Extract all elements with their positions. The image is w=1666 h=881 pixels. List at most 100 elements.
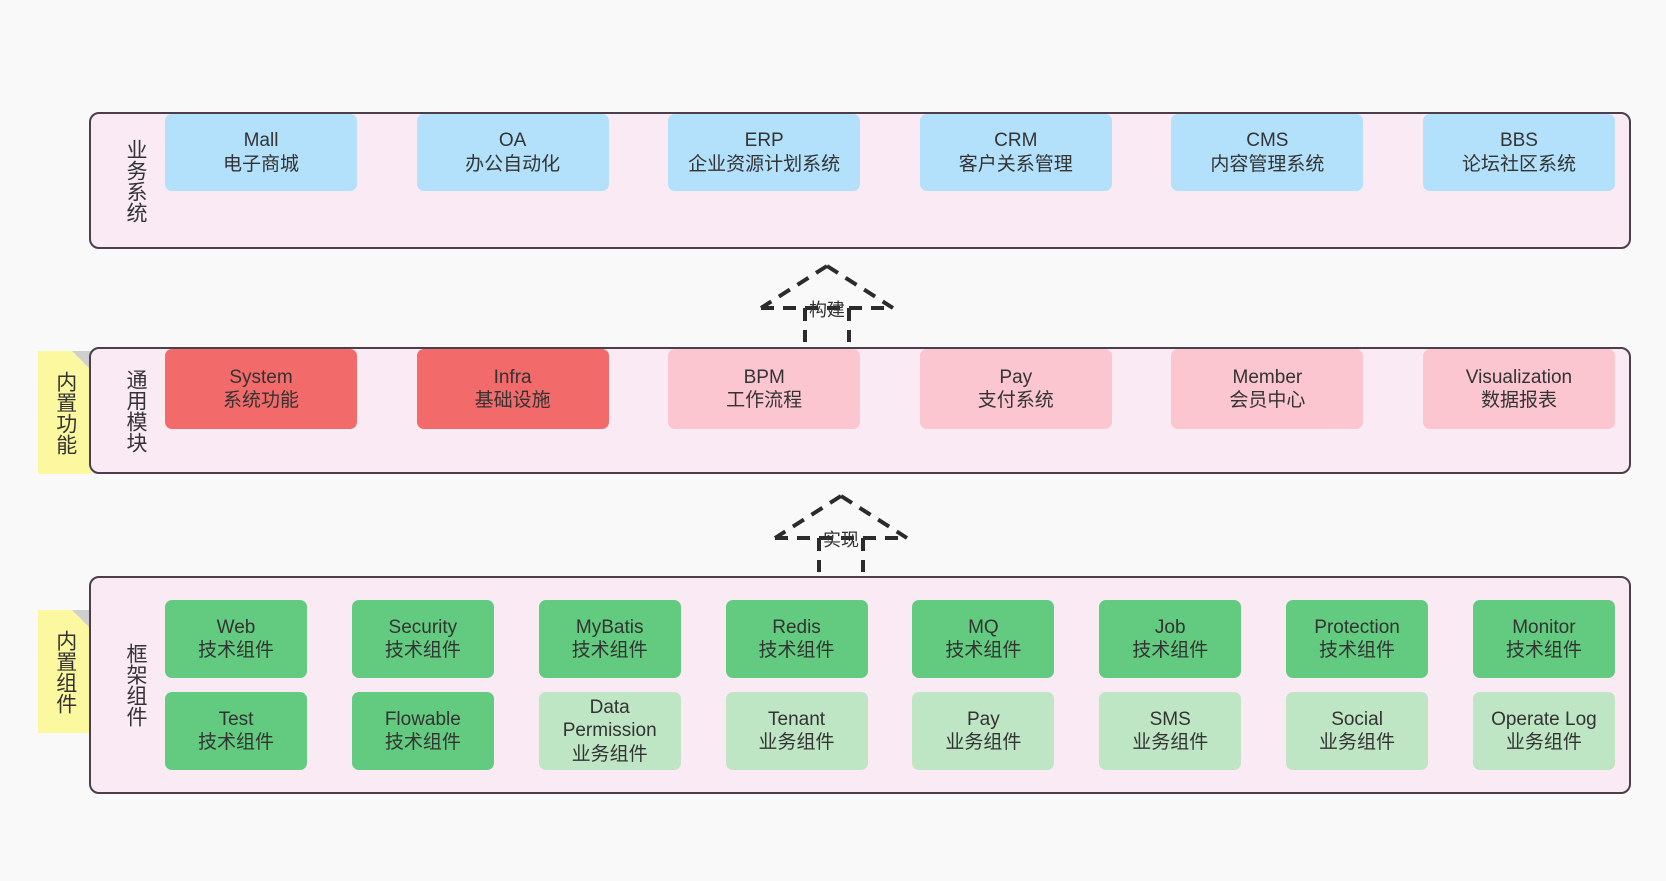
- card-title: Flowable: [384, 708, 461, 730]
- card-title: Operate Log: [1491, 708, 1597, 730]
- card-subtitle: 会员中心: [1229, 390, 1306, 411]
- card-title: Mall: [243, 130, 279, 152]
- card-subtitle: 技术组件: [758, 640, 835, 661]
- card-title: Test: [218, 708, 254, 730]
- card-subtitle: 技术组件: [197, 732, 274, 753]
- card-title: ERP: [744, 130, 784, 152]
- card-title: MQ: [968, 616, 999, 638]
- connector-build-label: 构建: [809, 300, 845, 320]
- card-subtitle: 客户关系管理: [958, 153, 1073, 175]
- card-title: CRM: [994, 130, 1038, 152]
- card-subtitle: 工作流程: [726, 390, 803, 411]
- card-subtitle: 业务组件: [758, 732, 835, 753]
- layer-label-business-system: 业务系统: [124, 138, 147, 223]
- card-title: System: [229, 366, 293, 388]
- card-title: BBS: [1499, 130, 1538, 152]
- connector-build: 构建: [757, 262, 897, 342]
- sticky-note-label: 内置组件: [53, 629, 77, 714]
- card-subtitle: 业务组件: [1132, 732, 1209, 753]
- card-title: Member: [1232, 366, 1303, 388]
- card-title: Tenant: [768, 708, 826, 730]
- card-subtitle: 论坛社区系统: [1461, 153, 1576, 175]
- card-title: MyBatis: [575, 616, 644, 638]
- card-title: Monitor: [1512, 616, 1576, 638]
- card-subtitle: 业务组件: [1319, 732, 1396, 753]
- card-title: BPM: [743, 366, 785, 388]
- card-title: Social: [1331, 708, 1383, 730]
- card-title: Job: [1154, 616, 1186, 638]
- card-subtitle: 技术组件: [1505, 640, 1582, 661]
- card-subtitle: 业务组件: [571, 743, 648, 765]
- sticky-note-builtin-component: 内置组件: [38, 610, 92, 733]
- card-title: Redis: [772, 616, 821, 638]
- card-title: SMS: [1149, 708, 1191, 730]
- card-title: Pay: [999, 366, 1033, 388]
- card-subtitle: 企业资源计划系统: [688, 153, 841, 175]
- card-subtitle: 技术组件: [384, 640, 461, 661]
- card-subtitle: 电子商城: [222, 153, 299, 175]
- sticky-fold-corner-icon: [72, 610, 92, 630]
- connector-implement-label: 实现: [823, 530, 859, 550]
- card-subtitle: 内容管理系统: [1210, 153, 1325, 175]
- card-subtitle: 业务组件: [1505, 732, 1582, 753]
- layer-label-framework-component: 框架组件: [124, 643, 147, 727]
- card-subtitle: 支付系统: [977, 390, 1054, 411]
- card-subtitle: 技术组件: [945, 640, 1022, 661]
- card-subtitle: 技术组件: [1319, 640, 1396, 661]
- card-subtitle: 数据报表: [1480, 390, 1557, 411]
- card-title: Pay: [967, 708, 1000, 730]
- sticky-fold-corner-icon: [72, 351, 92, 371]
- card-subtitle: 基础设施: [474, 390, 551, 411]
- sticky-note-builtin-function: 内置功能: [38, 351, 92, 474]
- card-subtitle: 技术组件: [197, 640, 274, 661]
- card-subtitle: 技术组件: [384, 732, 461, 753]
- card-title: Security: [388, 616, 458, 638]
- card-title: Visualization: [1465, 366, 1573, 388]
- layer-label-common-module: 通用模块: [124, 368, 147, 453]
- card-title: Data Permission: [562, 697, 657, 742]
- card-subtitle: 技术组件: [571, 640, 648, 661]
- connector-implement: 实现: [771, 492, 911, 572]
- card-subtitle: 技术组件: [1132, 640, 1209, 661]
- card-subtitle: 业务组件: [945, 732, 1022, 753]
- card-subtitle: 办公自动化: [465, 153, 561, 175]
- card-subtitle: 系统功能: [222, 390, 299, 411]
